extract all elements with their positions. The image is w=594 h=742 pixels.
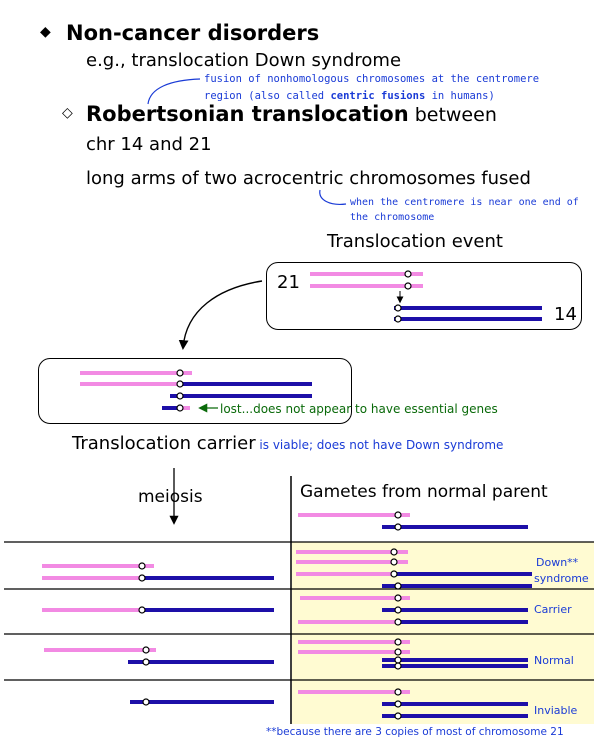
centromere [142, 646, 150, 654]
outcome-label-syndrome: syndrome [534, 572, 589, 585]
carrier-box [38, 358, 352, 424]
centromere [394, 712, 402, 720]
centromere [142, 658, 150, 666]
centromere [394, 618, 402, 626]
outcome-label-down: Down** [536, 556, 579, 569]
centromere [394, 304, 402, 312]
centromere [394, 638, 402, 646]
event-to-carrier-arrow [178, 280, 263, 350]
centromere [394, 688, 402, 696]
footnote: **because there are 3 copies of most of … [266, 726, 564, 738]
centromere [394, 700, 402, 708]
centromere [390, 570, 398, 578]
meiosis-label: meiosis [138, 487, 203, 507]
event-heading: Translocation event [327, 231, 503, 252]
acro-note-line1: when the centromere is near one end of [350, 197, 579, 208]
centromere [404, 282, 412, 290]
centromere [394, 582, 402, 590]
outcome-label-normal: Normal [534, 654, 574, 667]
centromere [176, 369, 184, 377]
subpoint-title: Robertsonian translocation between [86, 102, 497, 126]
centromere [176, 380, 184, 388]
outcome-label-carrier: Carrier [534, 603, 572, 616]
centromere [394, 662, 402, 670]
subpoint-line3: long arms of two acrocentric chromosomes… [86, 168, 531, 189]
centromere [394, 511, 402, 519]
centromere [138, 574, 146, 582]
lost-note: lost...does not appear to have essential… [220, 402, 498, 416]
centromere [176, 404, 184, 412]
centromere [394, 523, 402, 531]
bullet-diamond-icon: ◆ [40, 24, 51, 40]
example-text: e.g., translocation Down syndrome [86, 50, 402, 71]
fusion-note-line2: region (also called centric fusions in h… [204, 90, 495, 102]
carrier-heading: Translocation carrier is viable; does no… [72, 433, 504, 454]
centromere [138, 606, 146, 614]
acro-pointer [319, 189, 347, 205]
centromere [394, 606, 402, 614]
centromere [390, 548, 398, 556]
fusion-pointer [147, 78, 201, 105]
chr21-label: 21 [277, 272, 300, 293]
chr14-label: 14 [554, 304, 577, 325]
page-title: Non-cancer disorders [66, 21, 320, 45]
centromere [394, 656, 402, 664]
centromere [176, 392, 184, 400]
centromere [394, 594, 402, 602]
centromere [142, 698, 150, 706]
bullet-open-diamond-icon: ◇ [62, 105, 73, 121]
subpoint-line2: chr 14 and 21 [86, 134, 212, 155]
outcome-label-inviable: Inviable [534, 704, 578, 717]
centromere [394, 648, 402, 656]
centromere [390, 558, 398, 566]
fusion-note-line1: fusion of nonhomologous chromosomes at t… [204, 73, 540, 85]
centromere [404, 270, 412, 278]
centromere [394, 315, 402, 323]
acro-note-line2: the chromosome [350, 212, 435, 223]
centromere [138, 562, 146, 570]
gametes-heading: Gametes from normal parent [300, 482, 548, 502]
